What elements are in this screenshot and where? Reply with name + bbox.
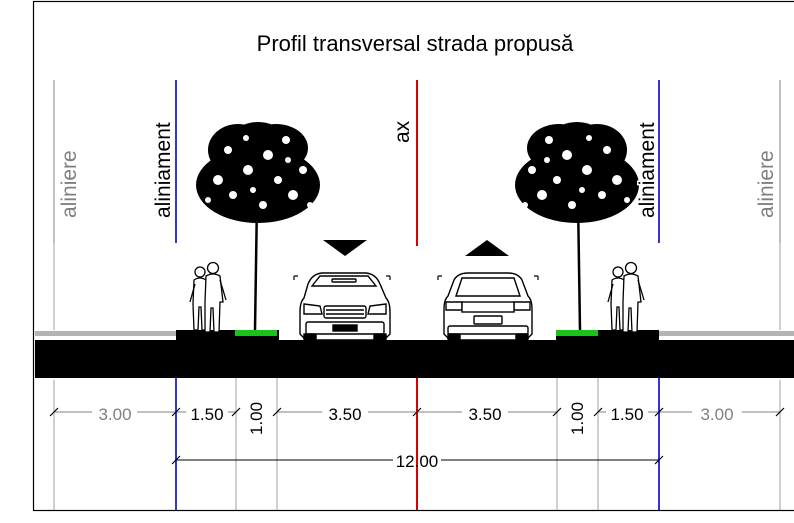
aliniament-label-right: aliniament (636, 122, 659, 218)
direction-arrow-icon (465, 240, 509, 256)
dim-verge-left: 1.00 (247, 402, 266, 435)
road-section (35, 330, 794, 378)
aliniere-label-left: aliniere (58, 150, 81, 218)
car-front-icon (300, 273, 390, 342)
drawing-title: Profil transversal strada propusă (257, 31, 574, 56)
dim-strip-right: 1.50 (610, 405, 643, 424)
ax-label: ax (391, 120, 414, 143)
car-rear-icon (444, 273, 532, 342)
dim-sidewalk-left: 3.00 (98, 405, 131, 424)
direction-arrow-icon (323, 240, 367, 256)
aliniament-label-left: aliniament (152, 122, 175, 218)
grass-strip-right (556, 330, 598, 336)
dim-verge-right: 1.00 (568, 402, 587, 435)
dim-lane-left: 3.50 (328, 405, 361, 424)
dim-total-width: 12.00 (396, 452, 439, 471)
dim-lane-right: 3.50 (468, 405, 501, 424)
pedestrians-icon (608, 263, 644, 333)
pedestrians-icon (190, 263, 226, 333)
aliniere-label-right: aliniere (755, 150, 778, 218)
dim-sidewalk-right: 3.00 (700, 405, 733, 424)
grass-strip-left (235, 330, 277, 336)
drawing-frame (34, 2, 794, 511)
road-body (35, 340, 794, 378)
dim-strip-left: 1.50 (190, 405, 223, 424)
